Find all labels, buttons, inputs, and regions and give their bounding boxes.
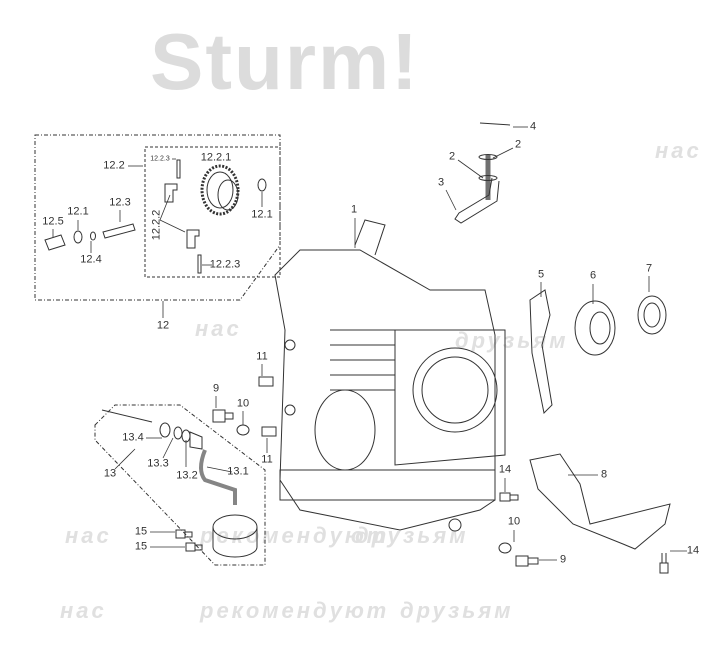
washer-2 (478, 175, 498, 181)
group-13-outline (94, 404, 266, 566)
washer-2 (478, 154, 498, 160)
callout-label: 12.2 (103, 159, 125, 172)
callout-label: 12 (156, 319, 170, 332)
nut-13-4 (159, 422, 171, 438)
bolt-9 (212, 409, 234, 423)
callout-label: 13.3 (147, 457, 169, 470)
watermark-slogan: нас (195, 316, 242, 341)
dowel-11 (261, 426, 277, 437)
clip-12-4 (90, 231, 96, 241)
callout-label: 14 (686, 544, 700, 557)
washer-12-1 (73, 230, 83, 244)
callout-label: 8 (600, 468, 608, 481)
bolt-14 (659, 553, 669, 574)
watermark-slogan: нас (655, 138, 702, 163)
callout-label: 13.2 (176, 469, 198, 482)
shaft-12-3 (102, 223, 136, 239)
callout-label: 5 (537, 268, 545, 281)
callout-label: 7 (645, 262, 653, 275)
callout-label: 12.2.1 (200, 151, 232, 164)
callout-label: 4 (529, 120, 537, 133)
pin-12-5 (44, 234, 66, 251)
callout-label: 12.2.3 (150, 155, 170, 163)
watermark-slogan: друзьям (455, 328, 569, 353)
bolt-15 (175, 529, 193, 539)
watermark-slogan: друзьям (400, 598, 514, 623)
callout-label: 12.1 (251, 208, 273, 221)
callout-label: 13 (103, 467, 117, 480)
callout-label: 11 (261, 453, 273, 466)
pin-12-2-3 (197, 254, 202, 274)
callout-label: 10 (236, 397, 250, 410)
callout-label: 2 (514, 138, 522, 151)
watermark-slogan: нас (60, 598, 107, 623)
group-12-outline (34, 134, 281, 301)
callout-label: 1 (350, 203, 358, 216)
callout-label: 12.4 (80, 253, 102, 266)
callout-label: 12.3 (109, 196, 131, 209)
callout-label: 12.5 (42, 215, 64, 228)
callout-label: 12.1 (67, 205, 89, 218)
callout-label: 13.1 (227, 465, 249, 478)
watermark-slogan: друзьям (355, 523, 469, 548)
pin-4 (479, 122, 511, 126)
callout-label: 12.2.2 (150, 209, 163, 241)
lever-3 (454, 177, 500, 224)
watermark-slogan: рекомендуют (200, 523, 390, 548)
bolt-15 (185, 542, 203, 552)
sensor-tube-13-1 (199, 449, 237, 505)
washer-12-1 (257, 178, 267, 192)
watermark-slogan: нас (65, 523, 112, 548)
bolt-14 (499, 492, 519, 502)
crankcase-1 (274, 219, 506, 532)
callout-label: 9 (212, 382, 220, 395)
bracket-8 (529, 453, 671, 550)
watermark-slogan: рекомендуют (200, 598, 390, 623)
callout-label: 2 (448, 150, 456, 163)
sensor-wire (101, 409, 153, 423)
sensor-body (189, 431, 203, 450)
gear-12-2-1 (200, 164, 240, 216)
washer-10 (498, 542, 512, 554)
washer-10 (236, 424, 250, 436)
callout-label: 15 (134, 540, 148, 553)
gasket-5 (529, 289, 553, 415)
seal-7 (637, 295, 667, 335)
callout-label: 3 (437, 176, 445, 189)
dowel-11 (258, 376, 274, 387)
pin-12-2-3 (176, 159, 181, 179)
callout-label: 14 (498, 463, 512, 476)
callout-label: 12.2.3 (209, 258, 241, 271)
sensor-housing (212, 514, 258, 558)
callout-label: 11 (256, 350, 268, 363)
weight-12-2-2 (164, 183, 178, 203)
group-12-2-outline (144, 146, 281, 278)
callout-label: 9 (559, 553, 567, 566)
weight-12-2-2 (186, 229, 200, 249)
callout-label: 15 (134, 525, 148, 538)
washer-13-3 (173, 426, 183, 440)
bolt-9 (515, 555, 539, 567)
callout-label: 6 (589, 269, 597, 282)
bearing-6 (574, 300, 616, 356)
callout-label: 10 (507, 515, 521, 528)
callout-label: 13.4 (122, 431, 144, 444)
watermark-brand: Sturm! (150, 17, 420, 106)
